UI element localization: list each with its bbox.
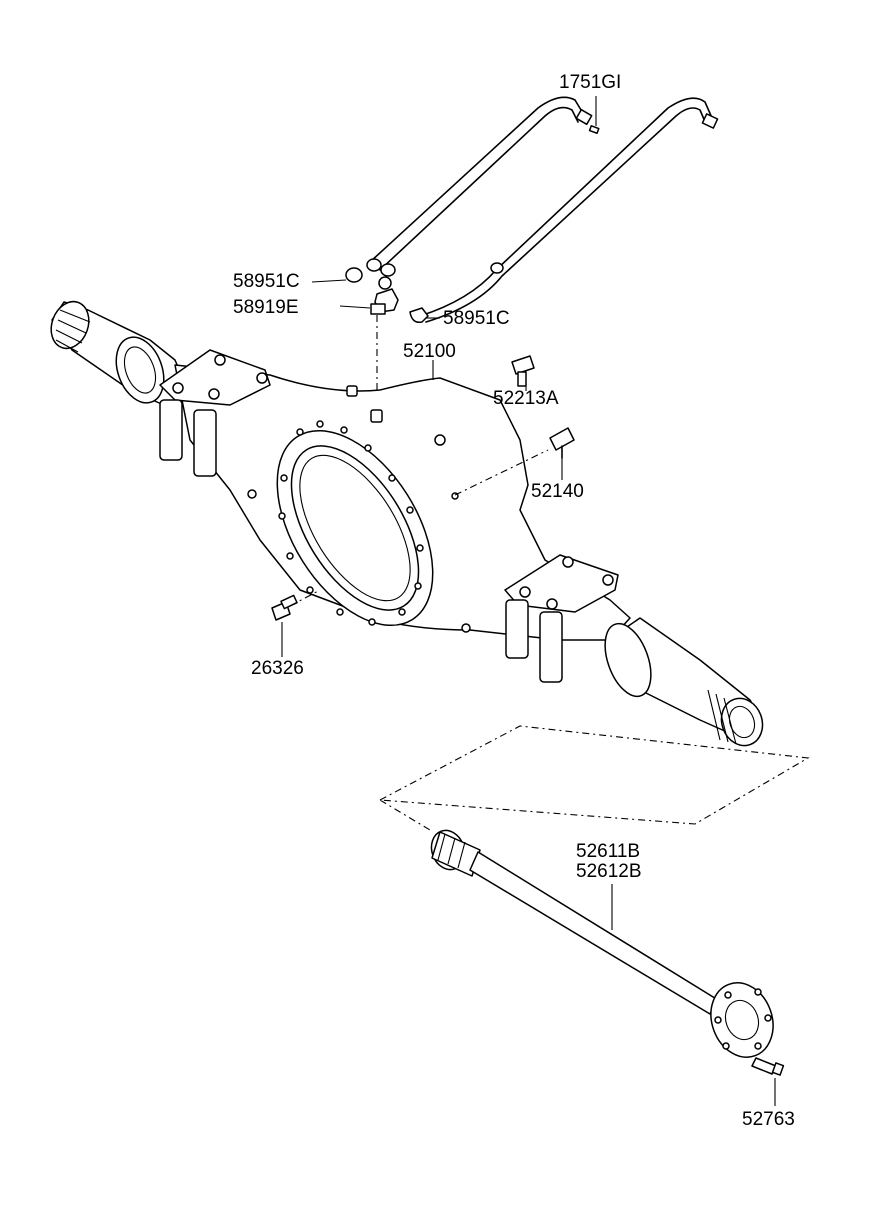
- ring-bolt-holes: [278, 420, 424, 626]
- bolt-axis-line: [289, 589, 321, 607]
- label-52213a: 52213A: [493, 388, 559, 409]
- label-58951c-right: 58951C: [443, 308, 510, 329]
- bolt-26326: [271, 594, 298, 621]
- label-52140: 52140: [531, 481, 584, 502]
- label-26326: 26326: [251, 658, 304, 679]
- bracket-58919e: [370, 288, 399, 315]
- label-52763: 52763: [742, 1109, 795, 1130]
- brake-hose-left: [369, 96, 593, 271]
- bolt-52763: [751, 1057, 785, 1076]
- connector-58951c-left: [345, 258, 396, 290]
- label-58951c-left: 58951C: [233, 271, 300, 292]
- label-58919e: 58919E: [233, 297, 299, 318]
- clip-1751gi: [588, 125, 600, 134]
- breather-52140: [549, 427, 575, 459]
- label-1751gi: 1751GI: [559, 72, 622, 93]
- leader-58919e: [339, 305, 371, 309]
- connector-58951c-right: [409, 307, 429, 324]
- brake-hose-right: [419, 97, 719, 323]
- plug-52213a: [511, 355, 535, 387]
- label-52100: 52100: [403, 341, 456, 362]
- label-52612b: 52612B: [576, 861, 642, 882]
- axle-shaft-52611b: [430, 829, 774, 1058]
- label-52611b: 52611B: [576, 841, 641, 862]
- leader-58951c-left: [311, 279, 347, 283]
- shaft-install-box: [378, 725, 810, 831]
- breather-axis-line: [454, 449, 549, 496]
- axle-housing-52100: [50, 300, 764, 747]
